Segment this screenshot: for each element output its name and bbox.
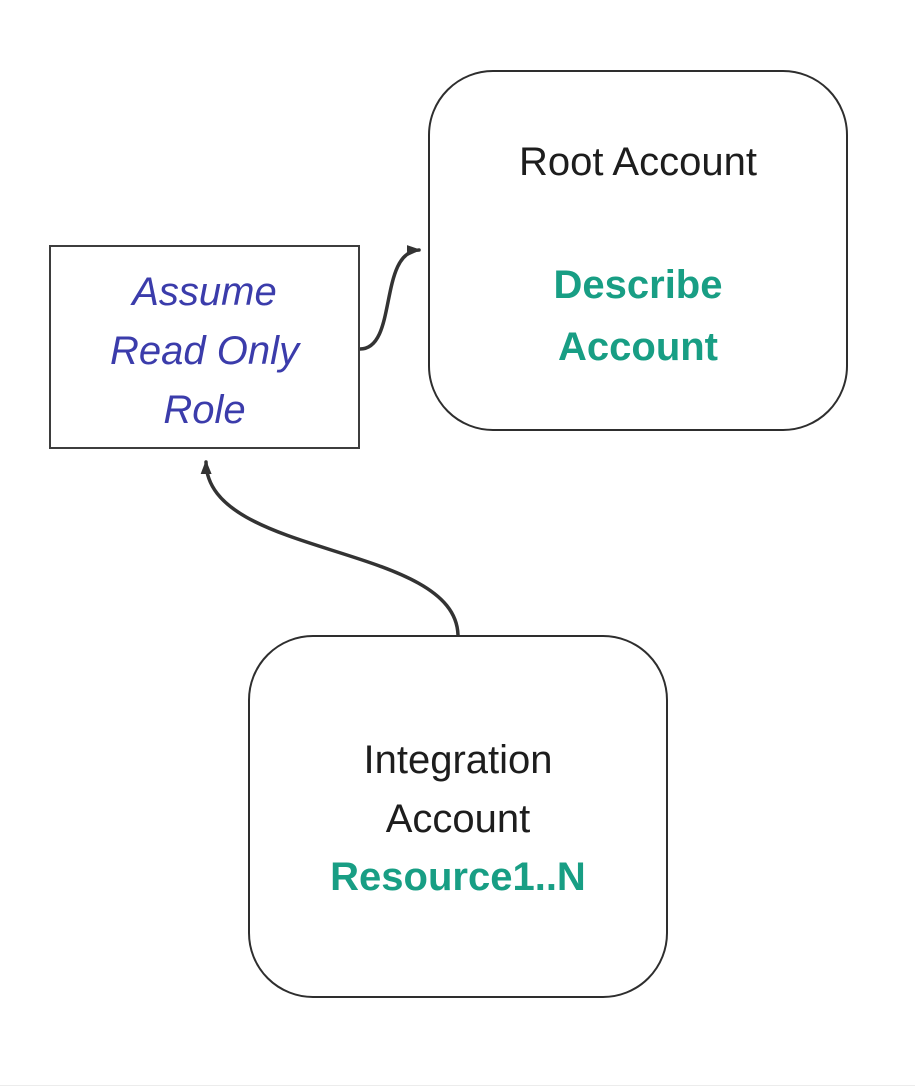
node-integration-account: Integration Account Resource1..N — [248, 635, 668, 998]
assume-role-label: Assume Read Only Role — [51, 263, 358, 440]
integration-account-title-line1: Integration — [363, 738, 553, 782]
integration-account-title: Integration Account — [250, 731, 666, 849]
edge-assume-role-to-root-account — [358, 245, 421, 351]
assume-role-label-line1: Assume — [132, 270, 277, 314]
root-account-title: Root Account — [519, 140, 757, 184]
node-root-account: Root Account Describe Account — [428, 70, 848, 431]
node-assume-read-only-role: Assume Read Only Role — [49, 245, 360, 449]
assume-role-label-line3: Role — [163, 388, 246, 432]
assume-role-label-line2: Read Only — [110, 329, 299, 373]
page-bottom-divider — [0, 1085, 915, 1086]
root-account-action: Describe Account — [430, 254, 846, 378]
root-account-action-line1: Describe — [553, 263, 723, 307]
integration-account-resources: Resource1..N — [330, 855, 586, 899]
integration-account-title-line2: Account — [385, 797, 531, 841]
edge-integration-account-to-assume-role — [200, 460, 460, 637]
root-account-action-line2: Account — [558, 325, 718, 369]
